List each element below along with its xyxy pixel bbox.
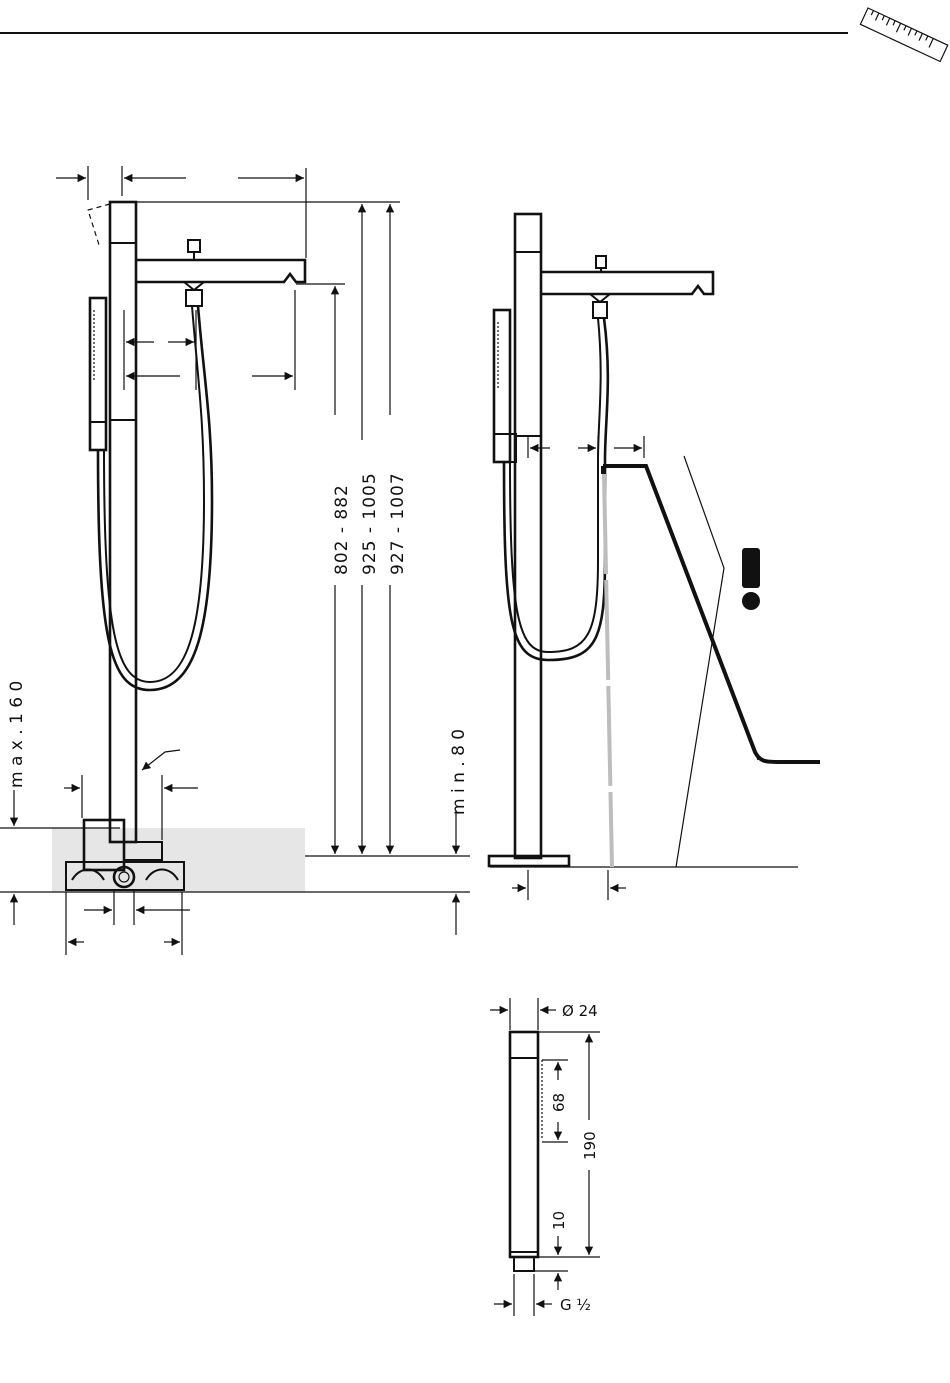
dim-length-190: 190 [581, 1131, 599, 1160]
hand-shower-body [510, 1032, 538, 1257]
shower-hose [98, 306, 212, 690]
left-elevation-view: 802 - 882 925 - 1005 927 - 1007 m i n . … [0, 166, 470, 955]
floor-area [52, 828, 305, 892]
dim-height-927-1007: 927 - 1007 [388, 472, 408, 575]
dim-max-160: m a x . 1 6 0 [7, 681, 27, 788]
dim-min-80: m i n . 8 0 [449, 729, 469, 815]
dim-spray-68: 68 [550, 1093, 568, 1112]
right-elevation-view [489, 214, 820, 900]
mixer-column-right [515, 214, 541, 858]
spout [136, 260, 305, 282]
mixer-column [110, 202, 136, 842]
dim-thread: G ½ [560, 1296, 591, 1314]
exclamation-icon [742, 548, 760, 610]
dim-connector-10: 10 [550, 1211, 568, 1230]
bathtub-rim [603, 466, 820, 762]
hand-shower [90, 298, 106, 450]
ruler-icon [860, 8, 947, 62]
tub-wall-ghost [604, 474, 612, 867]
hand-shower-detail: Ø 24 190 68 10 G ½ [490, 998, 600, 1316]
dim-diameter: Ø 24 [562, 1002, 598, 1020]
dim-height-802-882: 802 - 882 [332, 484, 352, 575]
dim-height-925-1005: 925 - 1005 [360, 472, 380, 575]
